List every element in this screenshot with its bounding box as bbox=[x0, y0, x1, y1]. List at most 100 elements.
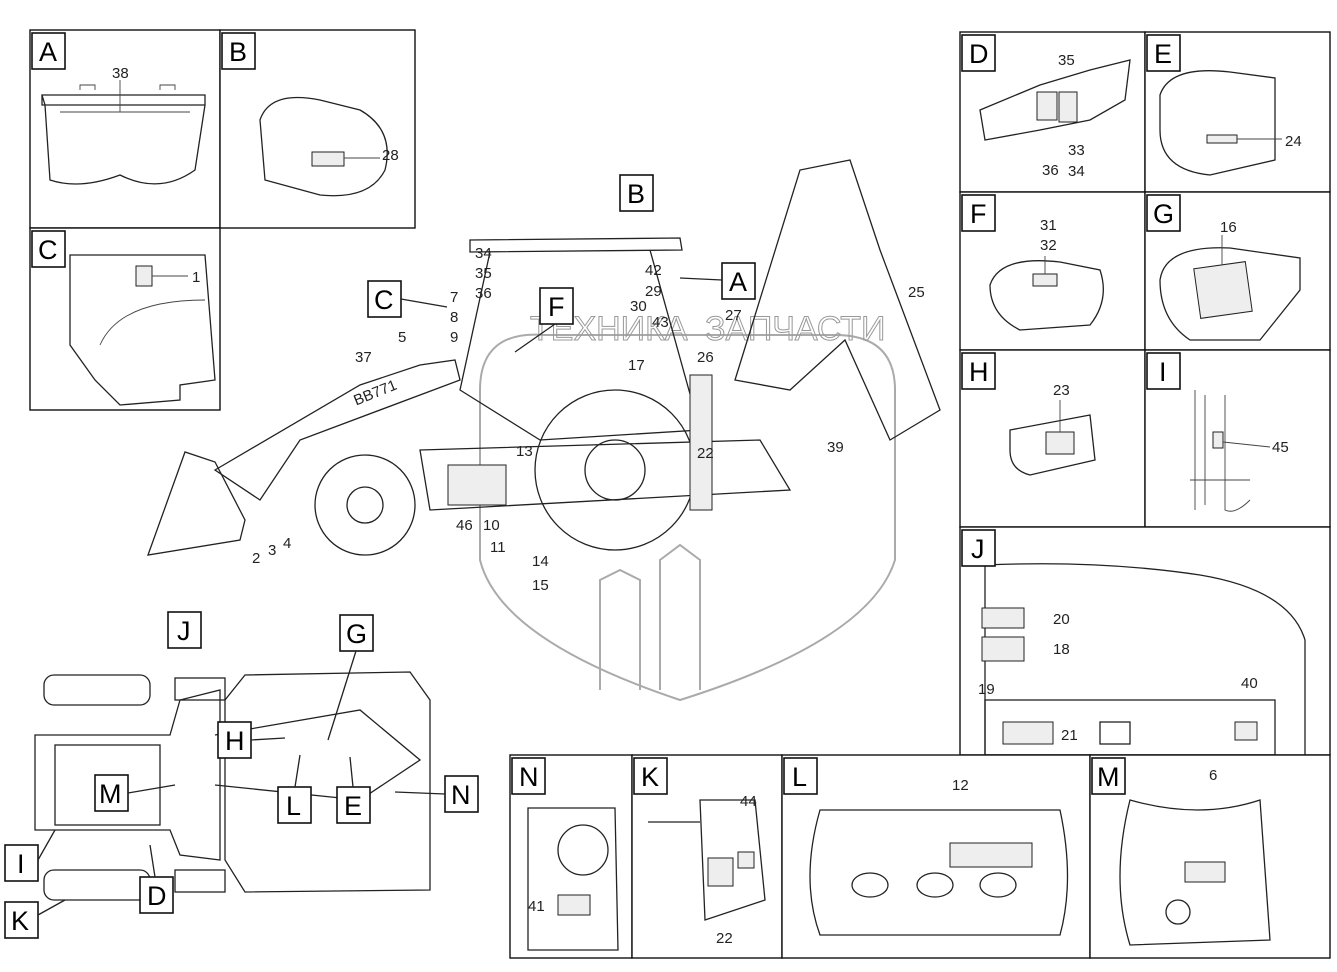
marker-K: K bbox=[11, 906, 29, 936]
callout-label: 6 bbox=[1209, 767, 1217, 784]
callout-label: 7 bbox=[450, 289, 458, 306]
letter-C-panel: C bbox=[31, 230, 66, 268]
callout-label: 22 bbox=[716, 930, 733, 947]
callout-label: M bbox=[1097, 762, 1120, 792]
letter-D-panel: D bbox=[961, 34, 996, 72]
marker-H: H bbox=[225, 726, 245, 756]
marker-N: N bbox=[451, 780, 471, 810]
callout-label: 1 bbox=[192, 269, 200, 286]
panel-L bbox=[781, 754, 1091, 959]
callout-label: 38 bbox=[112, 65, 129, 82]
marker-E: E bbox=[344, 791, 362, 821]
backhoe-side-view bbox=[147, 159, 941, 556]
letter-A-panel: A bbox=[31, 32, 66, 70]
callout-label: 34 bbox=[475, 245, 492, 262]
letter-E-panel: E bbox=[1146, 34, 1181, 72]
callout-label: E bbox=[1154, 39, 1172, 69]
letter-J-panel: J bbox=[961, 529, 996, 567]
callout-label: 27 bbox=[725, 307, 742, 324]
panel-G bbox=[1144, 191, 1331, 351]
marker-M: M bbox=[99, 779, 122, 809]
callout-label: 26 bbox=[697, 349, 714, 366]
marker-B: B bbox=[627, 179, 645, 209]
callout-label: 3 bbox=[268, 542, 276, 559]
callout-label: 13 bbox=[516, 443, 533, 460]
letter-M-panel: M bbox=[1091, 757, 1126, 795]
panel-letters: A B C D E F G H I J N K L M bbox=[31, 32, 1181, 795]
callout-label: 46 bbox=[456, 517, 473, 534]
callout-label: 32 bbox=[1040, 237, 1057, 254]
callout-label: 5 bbox=[398, 329, 406, 346]
callout-label: 43 bbox=[652, 314, 669, 331]
callout-label: 23 bbox=[1053, 382, 1070, 399]
side-view-labels: B A C F 34 35 36 7 8 9 5 37 42 29 30 43 … bbox=[252, 174, 925, 594]
callout-label: 19 bbox=[978, 681, 995, 698]
model-badge: BB771 bbox=[351, 377, 399, 410]
callout-label: 42 bbox=[645, 262, 662, 279]
marker-J: J bbox=[177, 616, 191, 646]
callout-label: N bbox=[519, 762, 539, 792]
panel-K bbox=[631, 754, 783, 959]
callout-label: 4 bbox=[283, 535, 291, 552]
letter-G-panel: G bbox=[1146, 194, 1181, 232]
letter-K-panel: K bbox=[633, 757, 668, 795]
watermark-right: ЗАПЧАСТИ bbox=[705, 310, 886, 348]
letter-I-panel: I bbox=[1146, 352, 1181, 390]
callout-label: 17 bbox=[628, 357, 645, 374]
callout-label: B bbox=[229, 37, 247, 67]
callout-label: J bbox=[971, 534, 985, 564]
callout-label: 10 bbox=[483, 517, 500, 534]
callout-label: 8 bbox=[450, 309, 458, 326]
callout-label: 40 bbox=[1241, 675, 1258, 692]
callout-label: I bbox=[1159, 357, 1167, 387]
marker-I: I bbox=[17, 849, 25, 879]
callout-label: 35 bbox=[1058, 52, 1075, 69]
callout-label: 45 bbox=[1272, 439, 1289, 456]
callout-label: A bbox=[39, 37, 57, 67]
callout-label: 31 bbox=[1040, 217, 1057, 234]
callout-label: 11 bbox=[490, 539, 506, 556]
callout-label: F bbox=[970, 199, 987, 229]
callout-label: 33 bbox=[1068, 142, 1085, 159]
panel-N bbox=[509, 754, 633, 959]
callout-label: 37 bbox=[355, 349, 372, 366]
marker-D: D bbox=[147, 881, 167, 911]
callout-label: 34 bbox=[1068, 163, 1085, 180]
letter-H-panel: H bbox=[961, 352, 996, 390]
callout-label: 39 bbox=[827, 439, 844, 456]
callout-label: 41 bbox=[528, 898, 545, 915]
callout-label: 36 bbox=[1042, 162, 1059, 179]
callout-label: 14 bbox=[532, 553, 549, 570]
callout-label: 29 bbox=[645, 283, 662, 300]
callout-label: G bbox=[1153, 199, 1174, 229]
letter-F-panel: F bbox=[961, 194, 996, 232]
callout-label: D bbox=[969, 39, 989, 69]
marker-F: F bbox=[548, 292, 565, 322]
letter-L-panel: L bbox=[783, 757, 818, 795]
callout-label: 25 bbox=[908, 284, 925, 301]
callout-label: 21 bbox=[1061, 727, 1078, 744]
callout-label: 12 bbox=[952, 777, 969, 794]
callout-label: 16 bbox=[1220, 219, 1237, 236]
panel-callouts: 38 28 1 35 36 33 34 24 31 32 16 23 45 20… bbox=[112, 52, 1302, 947]
letter-N-panel: N bbox=[511, 757, 546, 795]
callout-label: H bbox=[969, 357, 989, 387]
callout-label: C bbox=[38, 235, 58, 265]
marker-G: G bbox=[346, 619, 367, 649]
callout-label: 20 bbox=[1053, 611, 1070, 628]
callout-label: L bbox=[792, 762, 807, 792]
callout-label: 28 bbox=[382, 147, 399, 164]
letter-B-panel: B bbox=[221, 32, 256, 70]
callout-label: 22 bbox=[697, 445, 714, 462]
marker-L: L bbox=[286, 791, 301, 821]
top-view-labels: J G H M L E N I D K bbox=[4, 611, 479, 939]
callout-label: 2 bbox=[252, 550, 260, 567]
callout-label: 18 bbox=[1053, 641, 1070, 658]
panel-M bbox=[1089, 754, 1331, 959]
marker-A: A bbox=[729, 267, 747, 297]
callout-label: 24 bbox=[1285, 133, 1302, 150]
callout-label: K bbox=[641, 762, 659, 792]
callout-label: 44 bbox=[740, 793, 757, 810]
callout-label: 15 bbox=[532, 577, 549, 594]
